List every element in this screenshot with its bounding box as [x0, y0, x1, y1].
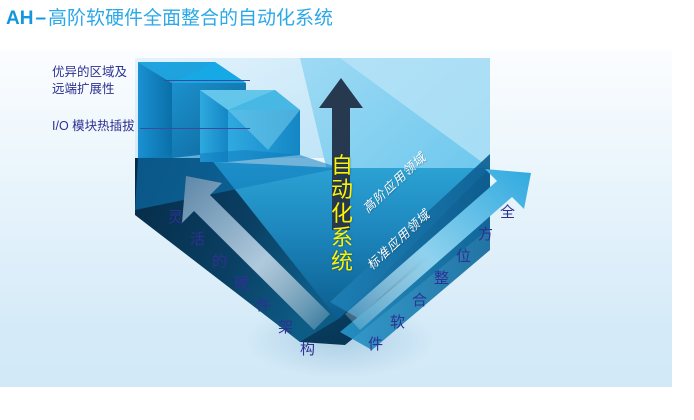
page-title-dash: –	[35, 8, 47, 29]
callout-label-region: 优异的区域及 远端扩展性	[52, 64, 127, 98]
callout-region-line1: 优异的区域及	[52, 65, 128, 79]
block-b-top-highlight	[200, 90, 275, 110]
page-title-code: AH	[6, 8, 34, 29]
up-left-arrow-icon	[182, 176, 330, 330]
up-arrow-icon	[319, 78, 363, 230]
right-arrow-char-3: 整	[434, 270, 450, 287]
left-arrow-char-1: 活	[190, 231, 206, 248]
right-arrow-char-2: 位	[456, 248, 472, 265]
block-a-top-highlight	[138, 62, 215, 83]
up-right-arrow-icon	[345, 169, 531, 330]
auto-char-4: 统	[330, 249, 353, 274]
left-arrow-char-0: 灵	[168, 209, 184, 226]
right-arrow-char-4: 合	[412, 292, 428, 309]
right-arrow-char-0: 全	[500, 204, 516, 221]
block-b-top-shade	[228, 90, 300, 110]
left-arrow-char-4: 件	[256, 297, 272, 314]
right-arrow-char-5: 软	[390, 314, 406, 331]
callout-leader-region	[164, 80, 250, 81]
callout-leader-io	[140, 128, 250, 129]
block-a-top-shade	[172, 62, 246, 83]
band-high-shape	[330, 154, 490, 318]
page-title: AH–高阶软硬件全面整合的自动化系统	[6, 4, 333, 34]
left-arrow-char-2: 的	[212, 253, 228, 270]
callout-region-line2: 远端扩展性	[52, 82, 115, 96]
automation-system-vertical-text: 自 动 化 系 统	[327, 154, 357, 274]
block-a-left-face	[138, 62, 172, 158]
block-b-inner-shade	[228, 110, 300, 150]
callout-io-line1: I/O 模块热插拔	[52, 119, 135, 133]
right-arrow-char-1: 方	[478, 226, 494, 243]
v-top-right-highlight	[340, 58, 490, 168]
page-title-text: 高阶软硬件全面整合的自动化系统	[48, 8, 334, 29]
v-shape-diagram	[135, 58, 531, 378]
left-arrow-char-5: 架	[278, 319, 294, 336]
diagram-panel: 优异的区域及 远端扩展性 I/O 模块热插拔 自 动 化 系 统 高阶应用领域 …	[0, 50, 672, 387]
left-arrow-char-6: 构	[300, 341, 316, 358]
auto-char-2: 化	[330, 201, 353, 226]
block-b-left-face	[200, 90, 228, 162]
right-arrow-char-6: 件	[368, 336, 384, 353]
auto-char-0: 自	[330, 153, 353, 178]
left-arrow-char-3: 硬	[234, 275, 250, 292]
callout-label-io: I/O 模块热插拔	[52, 118, 135, 135]
auto-char-1: 动	[330, 177, 353, 202]
auto-char-3: 系	[330, 225, 353, 250]
